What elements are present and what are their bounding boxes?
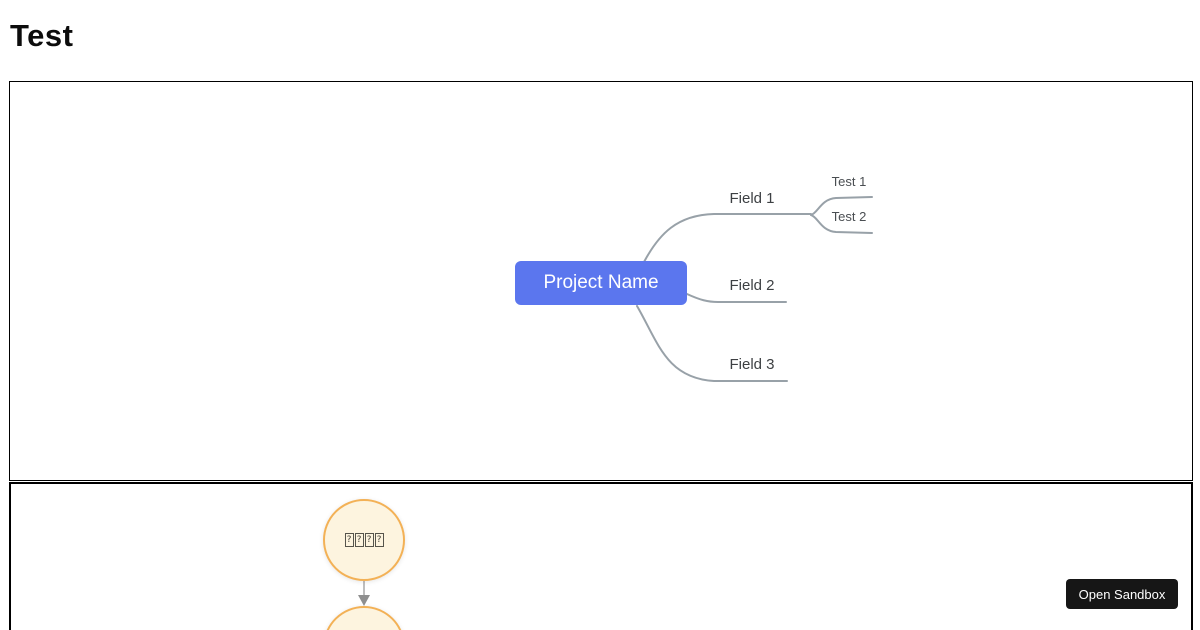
mindmap-node-field-3[interactable]: Field 3 xyxy=(729,356,775,373)
mindmap-root-node[interactable]: Project Name xyxy=(515,261,687,305)
missing-glyph-box: ? xyxy=(364,533,374,547)
flowchart-node-top: ? ? ? ? xyxy=(323,499,405,581)
missing-glyph-box: ? xyxy=(374,533,384,547)
missing-glyph-text: ? ? ? ? xyxy=(344,533,384,547)
missing-glyph-box: ? xyxy=(354,533,364,547)
mindmap-node-test-1[interactable]: Test 1 xyxy=(831,174,867,189)
missing-glyph-box: ? xyxy=(344,533,354,547)
open-sandbox-button[interactable]: Open Sandbox xyxy=(1066,579,1178,609)
mindmap-node-field-2[interactable]: Field 2 xyxy=(729,277,775,294)
flowchart-embed-frame[interactable] xyxy=(9,482,1193,630)
mindmap-node-test-2[interactable]: Test 2 xyxy=(831,209,867,224)
page-title: Test xyxy=(10,18,74,53)
mindmap-node-field-1[interactable]: Field 1 xyxy=(729,190,775,207)
